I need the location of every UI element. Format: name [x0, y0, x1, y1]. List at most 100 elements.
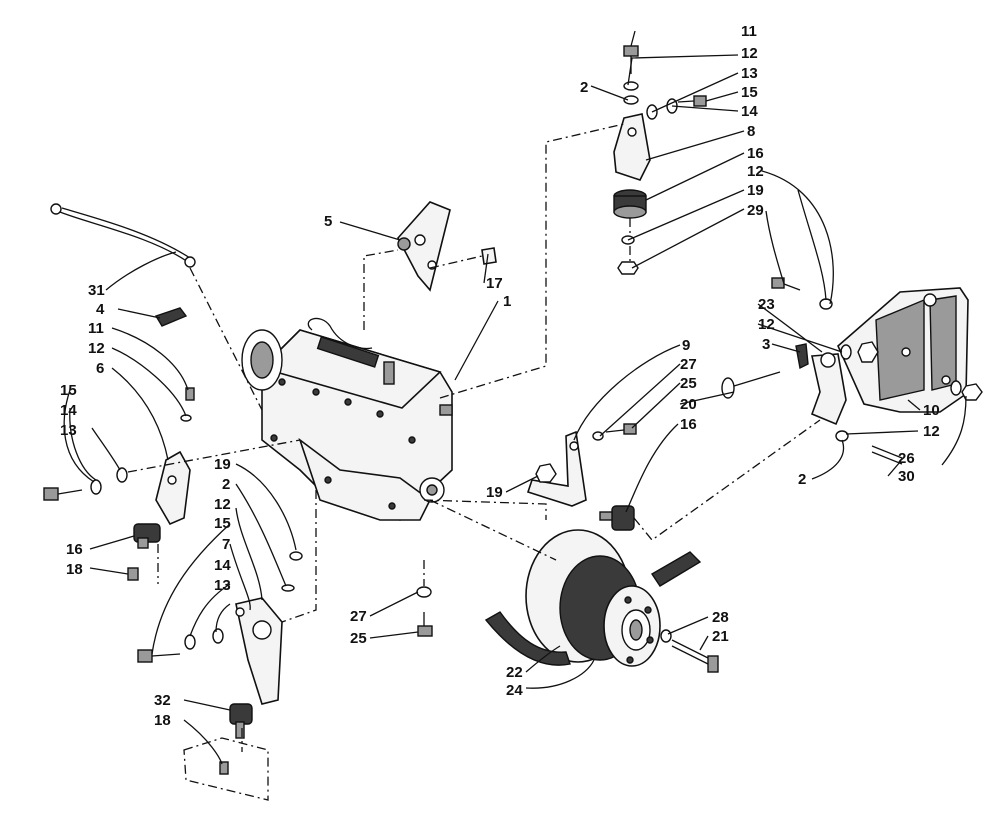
callout-15-lower: 15: [214, 515, 231, 532]
callout-24: 24: [506, 682, 523, 699]
callout-25-mid: 25: [680, 375, 697, 392]
callout-16-left: 16: [66, 541, 83, 558]
rubber-mount-16-top: [613, 189, 647, 219]
mount-bracket-8: [613, 113, 651, 181]
washer-2-left: [281, 584, 295, 592]
lower-bolt-15: [137, 649, 181, 663]
callout-9: 9: [682, 337, 691, 354]
callout-13-top: 13: [741, 65, 758, 82]
callout-31: 31: [88, 282, 105, 299]
callout-3: 3: [762, 336, 771, 353]
callout-1: 1: [503, 293, 512, 310]
callout-12-upper-right: 12: [747, 163, 764, 180]
rubber-mount-32: [229, 703, 253, 739]
callout-11-top: 11: [741, 23, 757, 40]
washer-27-mid: [592, 431, 604, 441]
washer-2-top: [623, 95, 639, 105]
callout-6: 6: [96, 360, 105, 377]
callout-12-lower-right: 12: [923, 423, 940, 440]
clip-3: [795, 343, 809, 370]
stud-18: [127, 567, 139, 581]
callout-27-low: 27: [350, 608, 367, 625]
stud-18-lower: [219, 761, 229, 775]
lower-washer-13: [212, 628, 224, 644]
callout-16-mid: 16: [680, 416, 697, 433]
callout-8: 8: [747, 123, 756, 140]
chassis-outline: [183, 737, 269, 801]
callout-10: 10: [923, 402, 940, 419]
clip-17: [481, 247, 497, 265]
callout-18-lower: 18: [154, 712, 171, 729]
washer-28: [660, 629, 672, 643]
nut-30: [961, 383, 983, 401]
bolt-25-mid: [605, 423, 637, 435]
callout-27-mid: 27: [680, 356, 697, 373]
leader-lines: [63, 30, 967, 765]
drive-belt-22: [484, 551, 702, 666]
callout-19-mid: 19: [486, 484, 503, 501]
callout-17: 17: [486, 275, 503, 292]
washer-14: [90, 479, 102, 495]
lower-mount-bracket-7: [235, 597, 283, 705]
callout-19-top: 19: [747, 182, 764, 199]
nut-23: [857, 341, 879, 363]
engine-assembly: [241, 317, 453, 521]
callout-18-left: 18: [66, 561, 83, 578]
callout-14-left: 14: [60, 402, 77, 419]
callout-14-top: 14: [741, 103, 758, 120]
callout-11-left: 11: [88, 320, 104, 337]
callout-12-lower-left: 12: [214, 496, 231, 513]
bolt-11: [185, 387, 195, 401]
bolt-15-top: [677, 95, 707, 107]
callout-2-left: 2: [222, 476, 231, 493]
nut-19-top: [617, 261, 639, 275]
washer-2-right: [835, 430, 849, 442]
callout-13-left: 13: [60, 422, 77, 439]
callout-29: 29: [747, 202, 764, 219]
rubber-mount-16-mid: [599, 505, 635, 531]
bracket-5: [397, 201, 451, 292]
bolt-11-top: [623, 45, 639, 74]
left-bolt-15: [43, 487, 83, 501]
callout-2-top: 2: [580, 79, 589, 96]
bolt-25-low: [417, 612, 433, 637]
callout-12-left: 12: [88, 340, 105, 357]
callout-25-low: 25: [350, 630, 367, 647]
callout-26: 26: [898, 450, 915, 467]
left-mount-bracket-6: [155, 450, 191, 526]
washer-13: [116, 467, 128, 483]
bolt-20: [721, 371, 781, 399]
callout-28: 28: [712, 609, 729, 626]
callout-30: 30: [898, 468, 915, 485]
callout-20: 20: [680, 396, 697, 413]
callout-4: 4: [96, 301, 105, 318]
callout-16-top: 16: [747, 145, 764, 162]
callout-23: 23: [758, 296, 775, 313]
alignment-lines: [127, 123, 821, 752]
lower-washer-14: [184, 634, 196, 650]
arm-bracket: [810, 352, 847, 426]
callout-12-top: 12: [741, 45, 758, 62]
callout-19-left: 19: [214, 456, 231, 473]
washer-12-top: [623, 81, 639, 91]
callout-15-top: 15: [741, 84, 758, 101]
nut-19-mid: [535, 463, 557, 483]
washer-27-low: [416, 586, 432, 598]
callout-21: 21: [712, 628, 729, 645]
stud-26: [871, 445, 903, 465]
callout-15-left: 15: [60, 382, 77, 399]
small-bracket-4: [154, 307, 188, 327]
callout-12-right: 12: [758, 316, 775, 333]
ground-cable-31: [50, 203, 196, 268]
rubber-mount-16: [133, 523, 161, 549]
callout-32: 32: [154, 692, 171, 709]
bracket-9: [526, 430, 587, 507]
callout-7: 7: [222, 536, 231, 553]
callout-22: 22: [506, 664, 523, 681]
drive-clutch-24: [525, 529, 661, 667]
callout-13-lower: 13: [214, 577, 231, 594]
callout-5: 5: [324, 213, 333, 230]
callout-14-lower: 14: [214, 557, 231, 574]
washer-12-right: [840, 344, 852, 360]
